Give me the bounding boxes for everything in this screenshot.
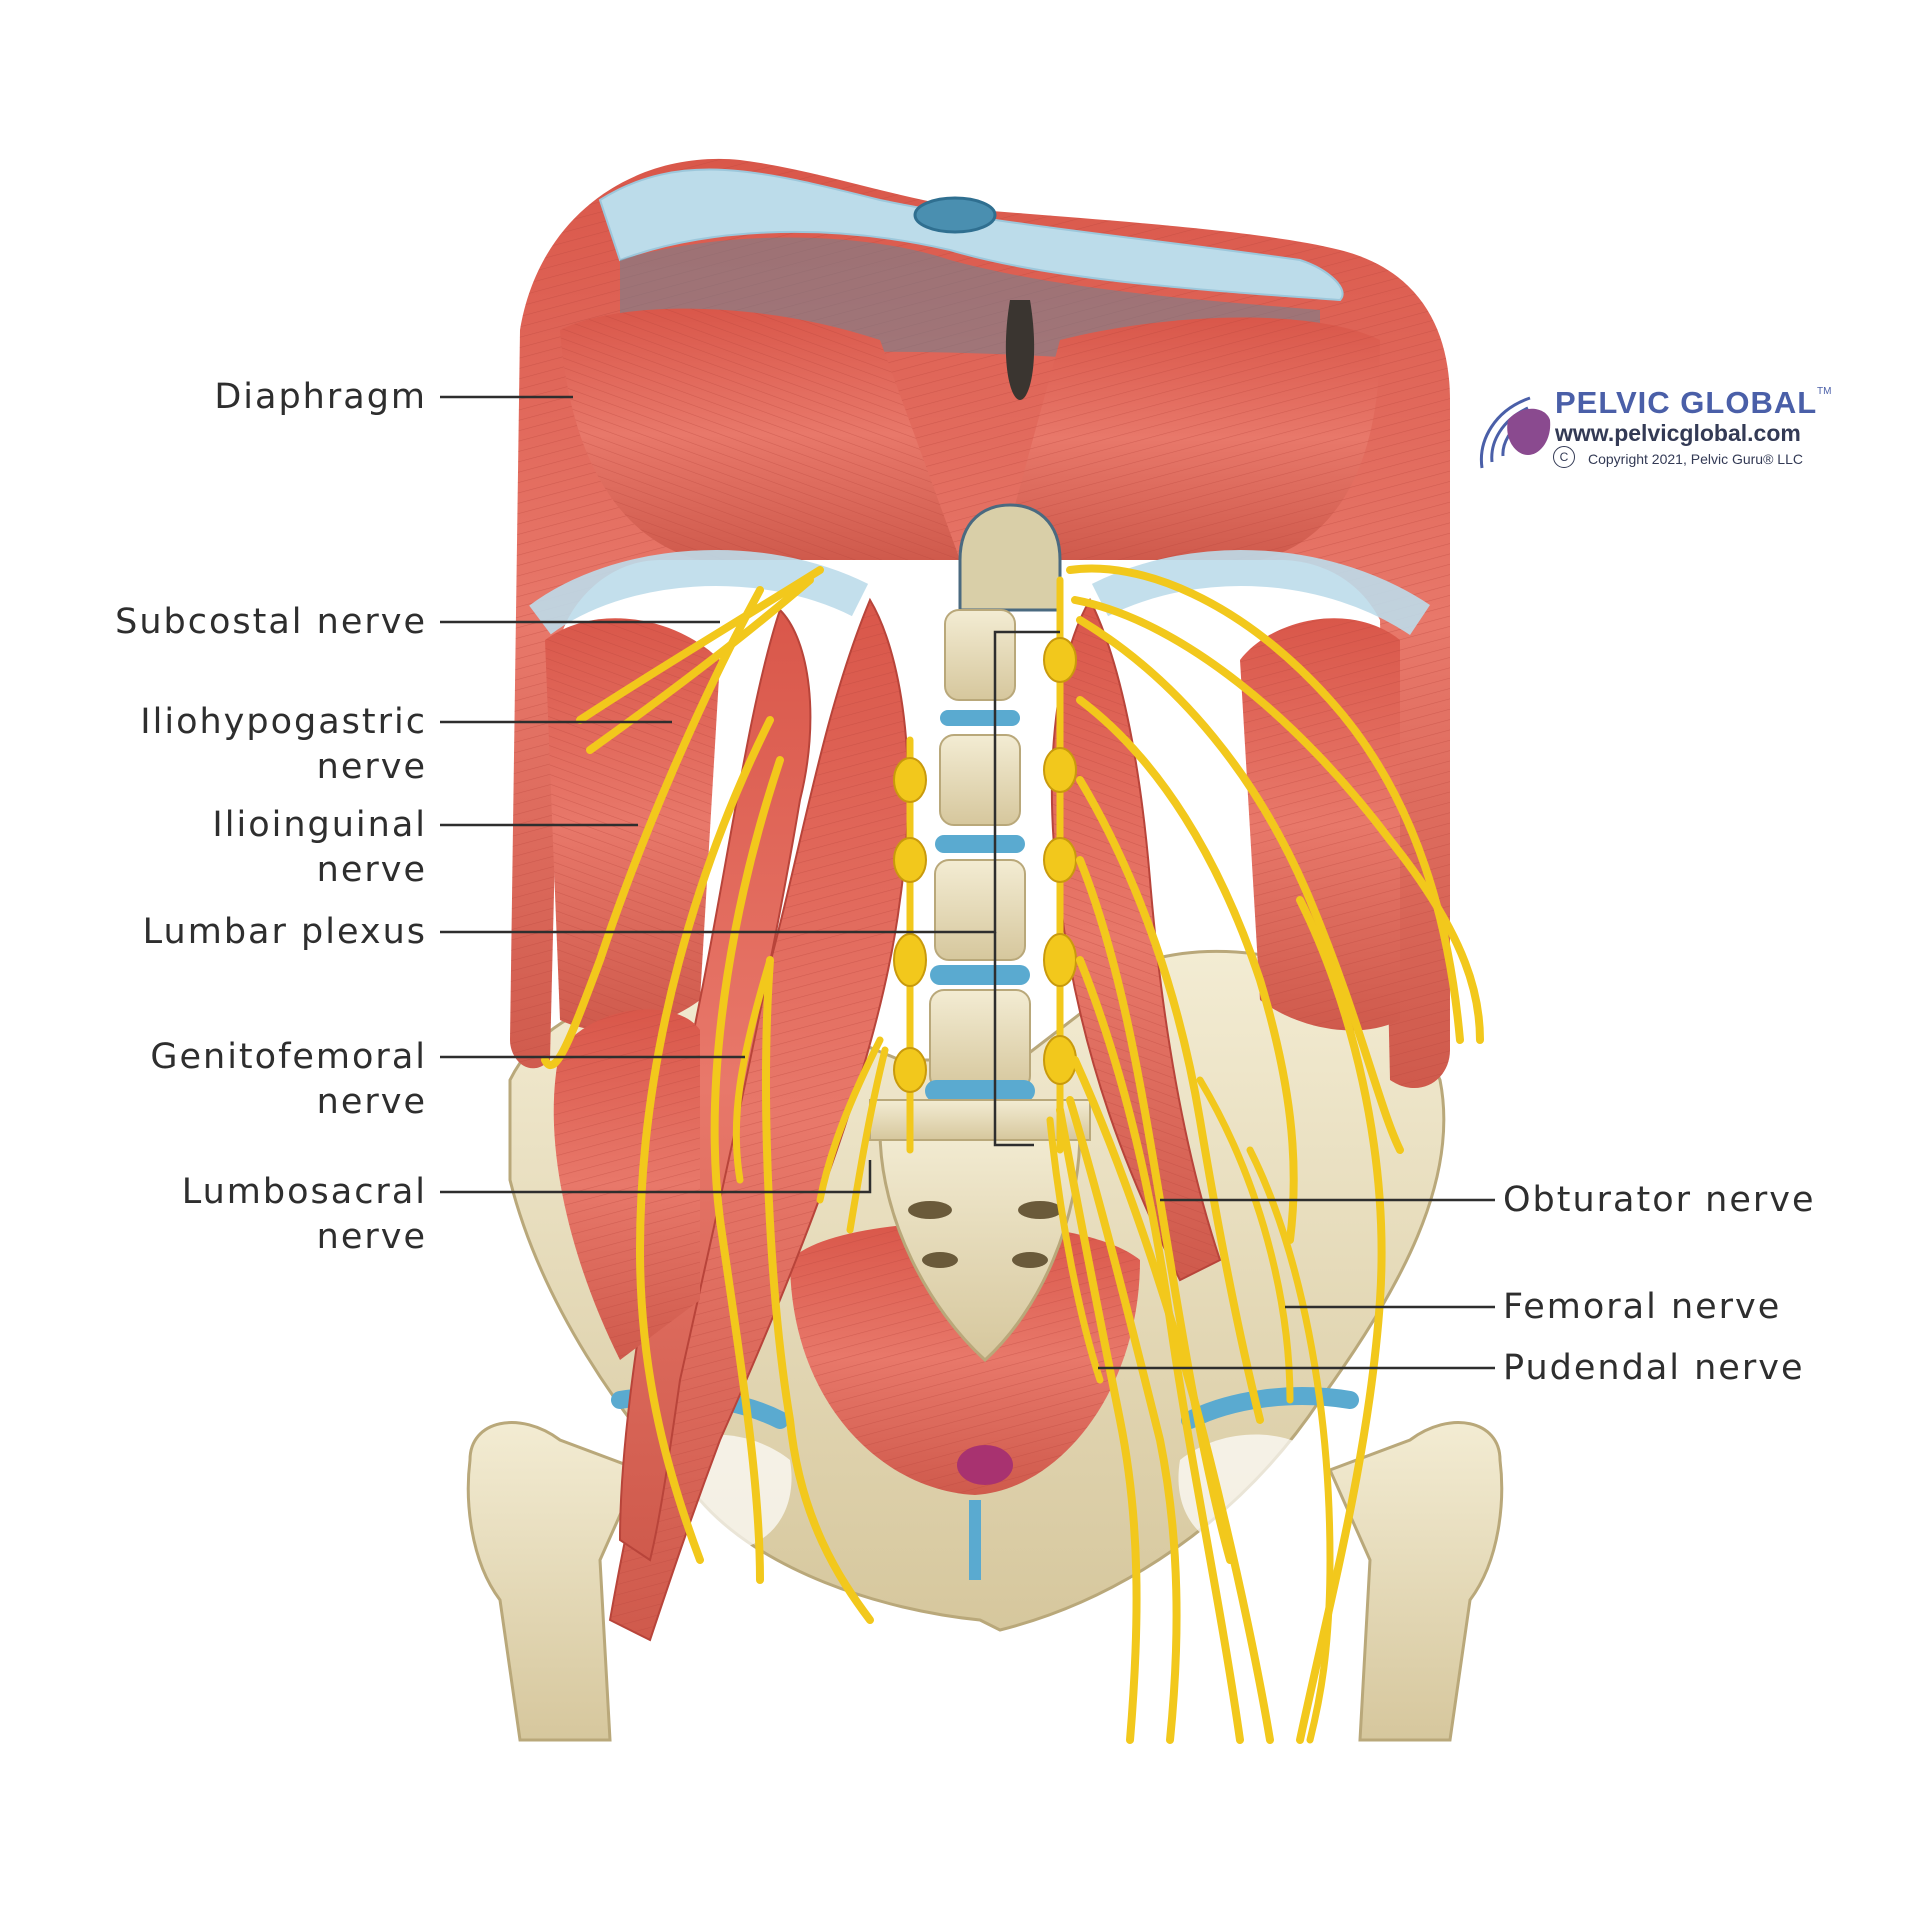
lumbar-spine: [869, 609, 1091, 1141]
label-obturator-nerve: Obturator nerve: [1503, 1180, 1816, 1220]
label-genitofemoral-nerve: nerve: [316, 1082, 427, 1122]
right-femur: [1327, 1421, 1504, 1742]
pelvic-floor: [790, 1222, 1140, 1495]
logo-trademark: TM: [1817, 386, 1832, 397]
sacrum: [878, 1128, 1082, 1363]
label-iliohypogastric-nerve: nerve: [316, 747, 427, 787]
label-genitofemoral: Genitofemoral: [150, 1037, 427, 1077]
label-femoral-nerve: Femoral nerve: [1503, 1287, 1782, 1327]
label-lumbar-plexus: Lumbar plexus: [142, 912, 427, 952]
copyright-icon: C: [1553, 446, 1575, 468]
logo-brand: PELVIC GLOBAL: [1555, 385, 1818, 420]
left-femur: [466, 1421, 643, 1742]
nerves: [541, 564, 1484, 1744]
label-lumbosacral-nerve: nerve: [316, 1217, 427, 1257]
leader-lumbar-plexus: [440, 630, 1060, 934]
pelvic-global-logo-icon: [1479, 396, 1551, 469]
leader-lines: [440, 395, 1495, 1370]
trunk-wall: [510, 158, 1450, 1089]
logo-url: www.pelvicglobal.com: [1555, 420, 1801, 446]
right-hip-cartilage: [1181, 1387, 1359, 1429]
label-ilioinguinal-nerve: nerve: [316, 850, 427, 890]
leader-lumbosacral: [440, 1160, 872, 1194]
label-ilioinguinal: Ilioinguinal: [212, 805, 427, 845]
label-diaphragm: Diaphragm: [214, 377, 427, 417]
label-subcostal-nerve: Subcostal nerve: [115, 602, 427, 642]
label-iliohypogastric: Iliohypogastric: [140, 702, 427, 742]
label-pudendal-nerve: Pudendal nerve: [1503, 1348, 1805, 1388]
logo-copyright: Copyright 2021, Pelvic Guru® LLC: [1588, 451, 1803, 467]
label-lumbosacral: Lumbosacral: [181, 1172, 427, 1212]
